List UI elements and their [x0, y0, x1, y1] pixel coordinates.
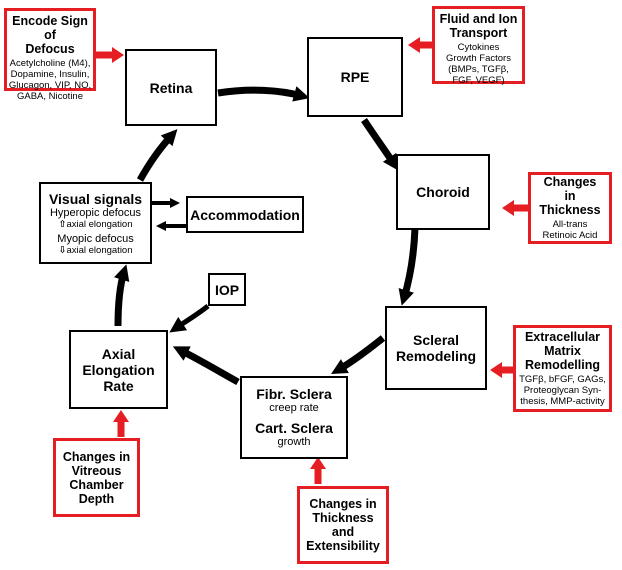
fluid-title-line1: Fluid and Ion: [439, 12, 518, 26]
extensibility-title-line1: Changes in: [309, 497, 377, 511]
arrow-sclera-to-axial: [172, 346, 240, 386]
fluid-item: FGF, VEGF): [452, 75, 505, 86]
ecm-item: TGFβ, bFGF, GAGs,: [519, 374, 606, 385]
arrow-iop-to-axial: [169, 304, 210, 333]
ecm-remodelling-box: Extracellular Matrix Remodelling TGFβ, b…: [513, 325, 612, 412]
vitreous-title-line1: Changes in: [62, 449, 131, 464]
vitreous-depth-box: Changes in Vitreous Chamber Depth: [53, 438, 140, 517]
ecm-title-line1: Extracellular: [524, 330, 601, 344]
iop-label: IOP: [214, 281, 240, 298]
fluid-transport-box: Fluid and Ion Transport Cytokines Growth…: [432, 6, 525, 86]
vitreous-title-line4: Depth: [78, 491, 115, 506]
encode-defocus-box: Encode Sign of Defocus Acetylcholine (M4…: [4, 8, 96, 102]
thickness-title-line3: Thickness: [539, 203, 601, 217]
scleral-remodeling-line1: Scleral: [413, 332, 459, 348]
arrow-axial-to-visual: [114, 264, 130, 327]
up-arrow-icon: ⇧: [58, 218, 67, 230]
red-arrow-extensibility-head: [310, 457, 326, 469]
changes-thickness-box: Changes in Thickness All-trans Retinoic …: [528, 172, 612, 244]
choroid-label: Choroid: [416, 184, 470, 200]
encode-item: Acetylcholine (M4),: [9, 58, 91, 69]
arrow-retina-to-rpe: [217, 86, 310, 102]
hyperopic-effect: ⇧axial elongation: [58, 218, 133, 230]
red-arrow-thickness-head: [502, 200, 514, 216]
rpe-label: RPE: [340, 69, 370, 85]
down-arrow-icon: ⇩: [58, 244, 67, 256]
cart-sclera-label: Cart. Sclera: [255, 420, 333, 436]
ecm-item: Proteoglycan Syn-: [523, 385, 602, 396]
visual-signals-title: Visual signals: [48, 190, 143, 207]
thickness-item: Retinoic Acid: [542, 230, 598, 241]
sclera-box: Fibr. Sclera creep rate Cart. Sclera gro…: [240, 376, 348, 459]
scleral-remodeling-box: Scleral Remodeling: [385, 306, 487, 390]
red-arrow-ecm-head: [490, 362, 502, 378]
axial-line3: Rate: [103, 377, 134, 394]
thickness-title-line2: in: [564, 189, 576, 203]
ecm-title-line2: Matrix: [544, 344, 581, 358]
accommodation-label: Accommodation: [190, 206, 300, 223]
accommodation-box: Accommodation: [186, 196, 304, 233]
myopic-effect: ⇩axial elongation: [58, 244, 133, 256]
fluid-title-line2: Transport: [449, 26, 508, 40]
encode-item: Glucagon, VIP, NO,: [8, 80, 92, 91]
red-arrow-fluid-head: [408, 37, 420, 53]
thickness-item: All-trans: [552, 219, 588, 230]
vitreous-title-line3: Chamber: [69, 477, 124, 492]
fibr-sclera-label: Fibr. Sclera: [256, 386, 332, 402]
fluid-item: Cytokines: [457, 42, 500, 53]
scleral-remodeling-line2: Remodeling: [395, 348, 477, 364]
retina-label: Retina: [149, 79, 193, 96]
choroid-box: Choroid: [396, 154, 490, 230]
encode-item: Dopamine, Insulin,: [10, 69, 90, 80]
encode-title-line1: Encode Sign of: [12, 14, 88, 42]
ecm-item: thesis, MMP-activity: [520, 396, 605, 407]
growth-label: growth: [277, 436, 311, 448]
hyperopic-label: Hyperopic defocus: [49, 206, 142, 219]
axial-line2: Elongation: [82, 361, 155, 378]
encode-item: GABA, Nicotine: [17, 91, 83, 102]
extensibility-title-line2: Thickness: [312, 511, 374, 525]
vitreous-title-line2: Vitreous: [71, 463, 122, 478]
arrow-choroid-to-scleral: [398, 227, 419, 306]
arrow-scleral-to-sclera: [331, 335, 386, 374]
arrow-visual-to-retina: [136, 129, 178, 182]
thickness-title-line1: Changes: [543, 175, 597, 189]
extensibility-title-line4: Extensibility: [306, 539, 380, 553]
iop-box: IOP: [208, 273, 246, 306]
retina-box: Retina: [125, 49, 217, 126]
extensibility-title-line3: and: [331, 525, 355, 539]
arrow-rpe-to-choroid: [361, 118, 399, 171]
myopic-label: Myopic defocus: [57, 232, 134, 245]
visual-signals-box: Visual signals Hyperopic defocus ⇧axial …: [39, 182, 152, 264]
encode-title-line2: Defocus: [25, 42, 75, 56]
red-arrow-encode-head: [112, 47, 124, 63]
fluid-item: Growth Factors: [446, 53, 511, 64]
ecm-title-line3: Remodelling: [524, 358, 600, 372]
creep-rate-label: creep rate: [269, 402, 319, 414]
axial-elongation-box: Axial Elongation Rate: [69, 330, 168, 409]
extensibility-box: Changes in Thickness and Extensibility: [297, 486, 389, 564]
fluid-item: (BMPs, TGFβ,: [448, 64, 509, 75]
red-arrow-vitreous-head: [113, 410, 129, 422]
axial-line1: Axial: [101, 345, 136, 362]
rpe-box: RPE: [307, 37, 403, 117]
